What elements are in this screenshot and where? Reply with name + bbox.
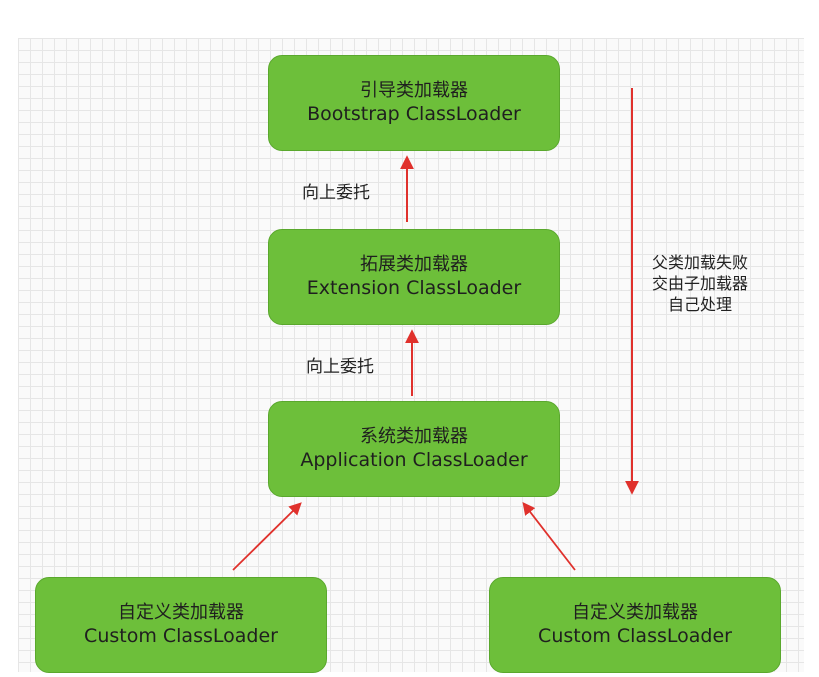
arrow-custom-right-to-application <box>522 502 576 571</box>
note-line-3: 自己处理 <box>667 295 732 314</box>
extension-classloader-node: 拓展类加载器 Extension ClassLoader <box>268 229 560 325</box>
bootstrap-en-label: Bootstrap ClassLoader <box>307 103 521 125</box>
parent-fail-note: 父类加载失败 交由子加载器 自己处理 <box>630 252 770 315</box>
extension-zh-label: 拓展类加载器 <box>360 254 468 275</box>
note-line-1: 父类加载失败 <box>651 253 748 272</box>
extension-en-label: Extension ClassLoader <box>306 277 522 299</box>
custom-classloader-right-node: 自定义类加载器 Custom ClassLoader <box>489 577 781 673</box>
custom-right-zh-label: 自定义类加载器 <box>572 602 698 623</box>
application-classloader-node: 系统类加载器 Application ClassLoader <box>268 401 560 497</box>
application-zh-label: 系统类加载器 <box>360 426 468 447</box>
delegate-lower-label: 向上委托 <box>306 357 374 377</box>
arrow-custom-left-to-application <box>232 502 302 571</box>
note-line-2: 交由子加载器 <box>651 274 748 293</box>
custom-left-en-label: Custom ClassLoader <box>84 625 278 647</box>
custom-classloader-left-node: 自定义类加载器 Custom ClassLoader <box>35 577 327 673</box>
application-en-label: Application ClassLoader <box>300 449 528 471</box>
bootstrap-zh-label: 引导类加载器 <box>360 80 468 101</box>
bootstrap-classloader-node: 引导类加载器 Bootstrap ClassLoader <box>268 55 560 151</box>
delegate-upper-label: 向上委托 <box>302 183 370 203</box>
custom-right-en-label: Custom ClassLoader <box>538 625 732 647</box>
custom-left-zh-label: 自定义类加载器 <box>118 602 244 623</box>
